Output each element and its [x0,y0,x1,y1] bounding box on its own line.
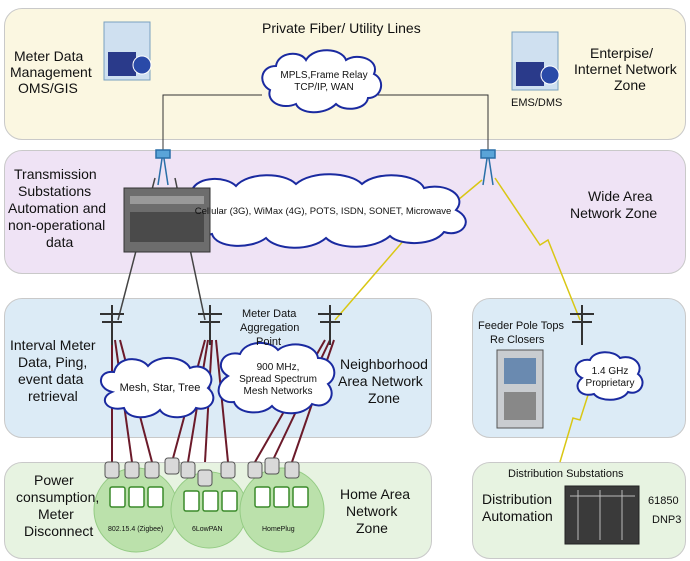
wan-mpls-cloud [261,49,383,114]
wan-cellular-cloud [174,173,467,249]
spread-cloud-line-3: Mesh Networks [243,386,313,397]
han-zone-label-2: Network [346,503,398,519]
dist-substations-header: Distribution Substations [508,468,624,480]
transmission-label-2: Substations [18,183,92,199]
6lowpan-label: 6LowPAN [192,526,223,533]
power-consumption-label-4: Disconnect [24,523,94,539]
top-zone-title: Private Fiber/ Utility Lines [262,20,421,36]
interval-meter-label-3: event data [18,371,84,387]
ems-dms-label: EMS/DMS [511,97,563,109]
substation-photo [123,187,211,253]
zigbee-label: 802.15.4 (Zigbee) [108,526,164,533]
code-61850: 61850 [648,495,679,507]
nan-zone-label-3: Zone [368,390,400,406]
power-consumption-label-1: Power [34,472,74,488]
meter-data-mgmt-label-1: Meter Data [14,48,84,64]
proprietary-cloud-line-1: 1.4 GHz [591,366,629,377]
aggregation-label-1: Meter Data [242,308,297,320]
han-zone-label-3: Zone [356,520,388,536]
han-zone-label-1: Home Area [340,486,411,502]
transmission-label-5: data [46,234,74,250]
mpls-cloud-line-1: MPLS,Frame Relay [280,70,368,81]
mpls-cloud-line-2: TCP/IP, WAN [294,82,354,93]
mesh-cloud-text: Mesh, Star, Tree [119,382,201,394]
nan-zone-label-1: Neighborhood [340,356,428,372]
power-consumption-label-3: Meter [38,506,74,522]
code-dnp3: DNP3 [652,514,682,526]
wan-zone-label-1: Wide Area [588,188,653,204]
proprietary-cloud-line-2: Proprietary [585,378,635,389]
interval-meter-label-2: Data, Ping, [18,354,88,370]
feeder-label-1: Feeder Pole Tops [478,320,565,332]
homeplug-label: HomePlug [262,526,295,533]
cellular-cloud-text: Cellular (3G), WiMax (4G), POTS, ISDN, S… [194,206,452,217]
mesh-star-tree-cloud [100,357,215,419]
recloser-device [496,349,544,429]
distribution-photo [564,485,640,545]
feeder-label-2: Re Closers [490,334,545,346]
proprietary-cloud [574,351,644,401]
aggregation-label-3: Point [256,336,282,348]
interval-meter-label-1: Interval Meter [10,337,96,353]
enterprise-zone-label-1: Enterpise/ [590,45,654,61]
transmission-label-4: non-operational [8,217,106,233]
data-center-icons [103,21,560,91]
nan-zone-label-2: Area Network [338,373,423,389]
spread-spectrum-cloud [217,342,336,415]
home-devices [109,486,309,512]
cell-towers [155,149,496,186]
aggregation-label-2: Aggregation [240,322,300,334]
wan-zone-label-2: Network Zone [570,205,658,221]
transmission-label-1: Transmission [14,166,97,182]
dist-automation-label-1: Distribution [482,491,553,507]
enterprise-zone-label-3: Zone [614,77,646,93]
interval-meter-label-4: retrieval [28,388,78,404]
meter-data-mgmt-label-3: OMS/GIS [18,80,78,96]
meter-data-mgmt-label-2: Management [10,64,92,80]
power-consumption-label-2: consumption, [16,489,100,505]
transmission-label-3: Automation and [8,200,107,216]
enterprise-zone-label-2: Internet Network [574,61,677,77]
spread-cloud-line-2: Spread Spectrum [239,374,317,385]
smart-meters [104,457,300,487]
spread-cloud-line-1: 900 MHz, [256,362,300,373]
fiber-lines [162,94,489,152]
utility-poles [100,305,594,345]
dist-automation-label-2: Automation [482,508,553,524]
